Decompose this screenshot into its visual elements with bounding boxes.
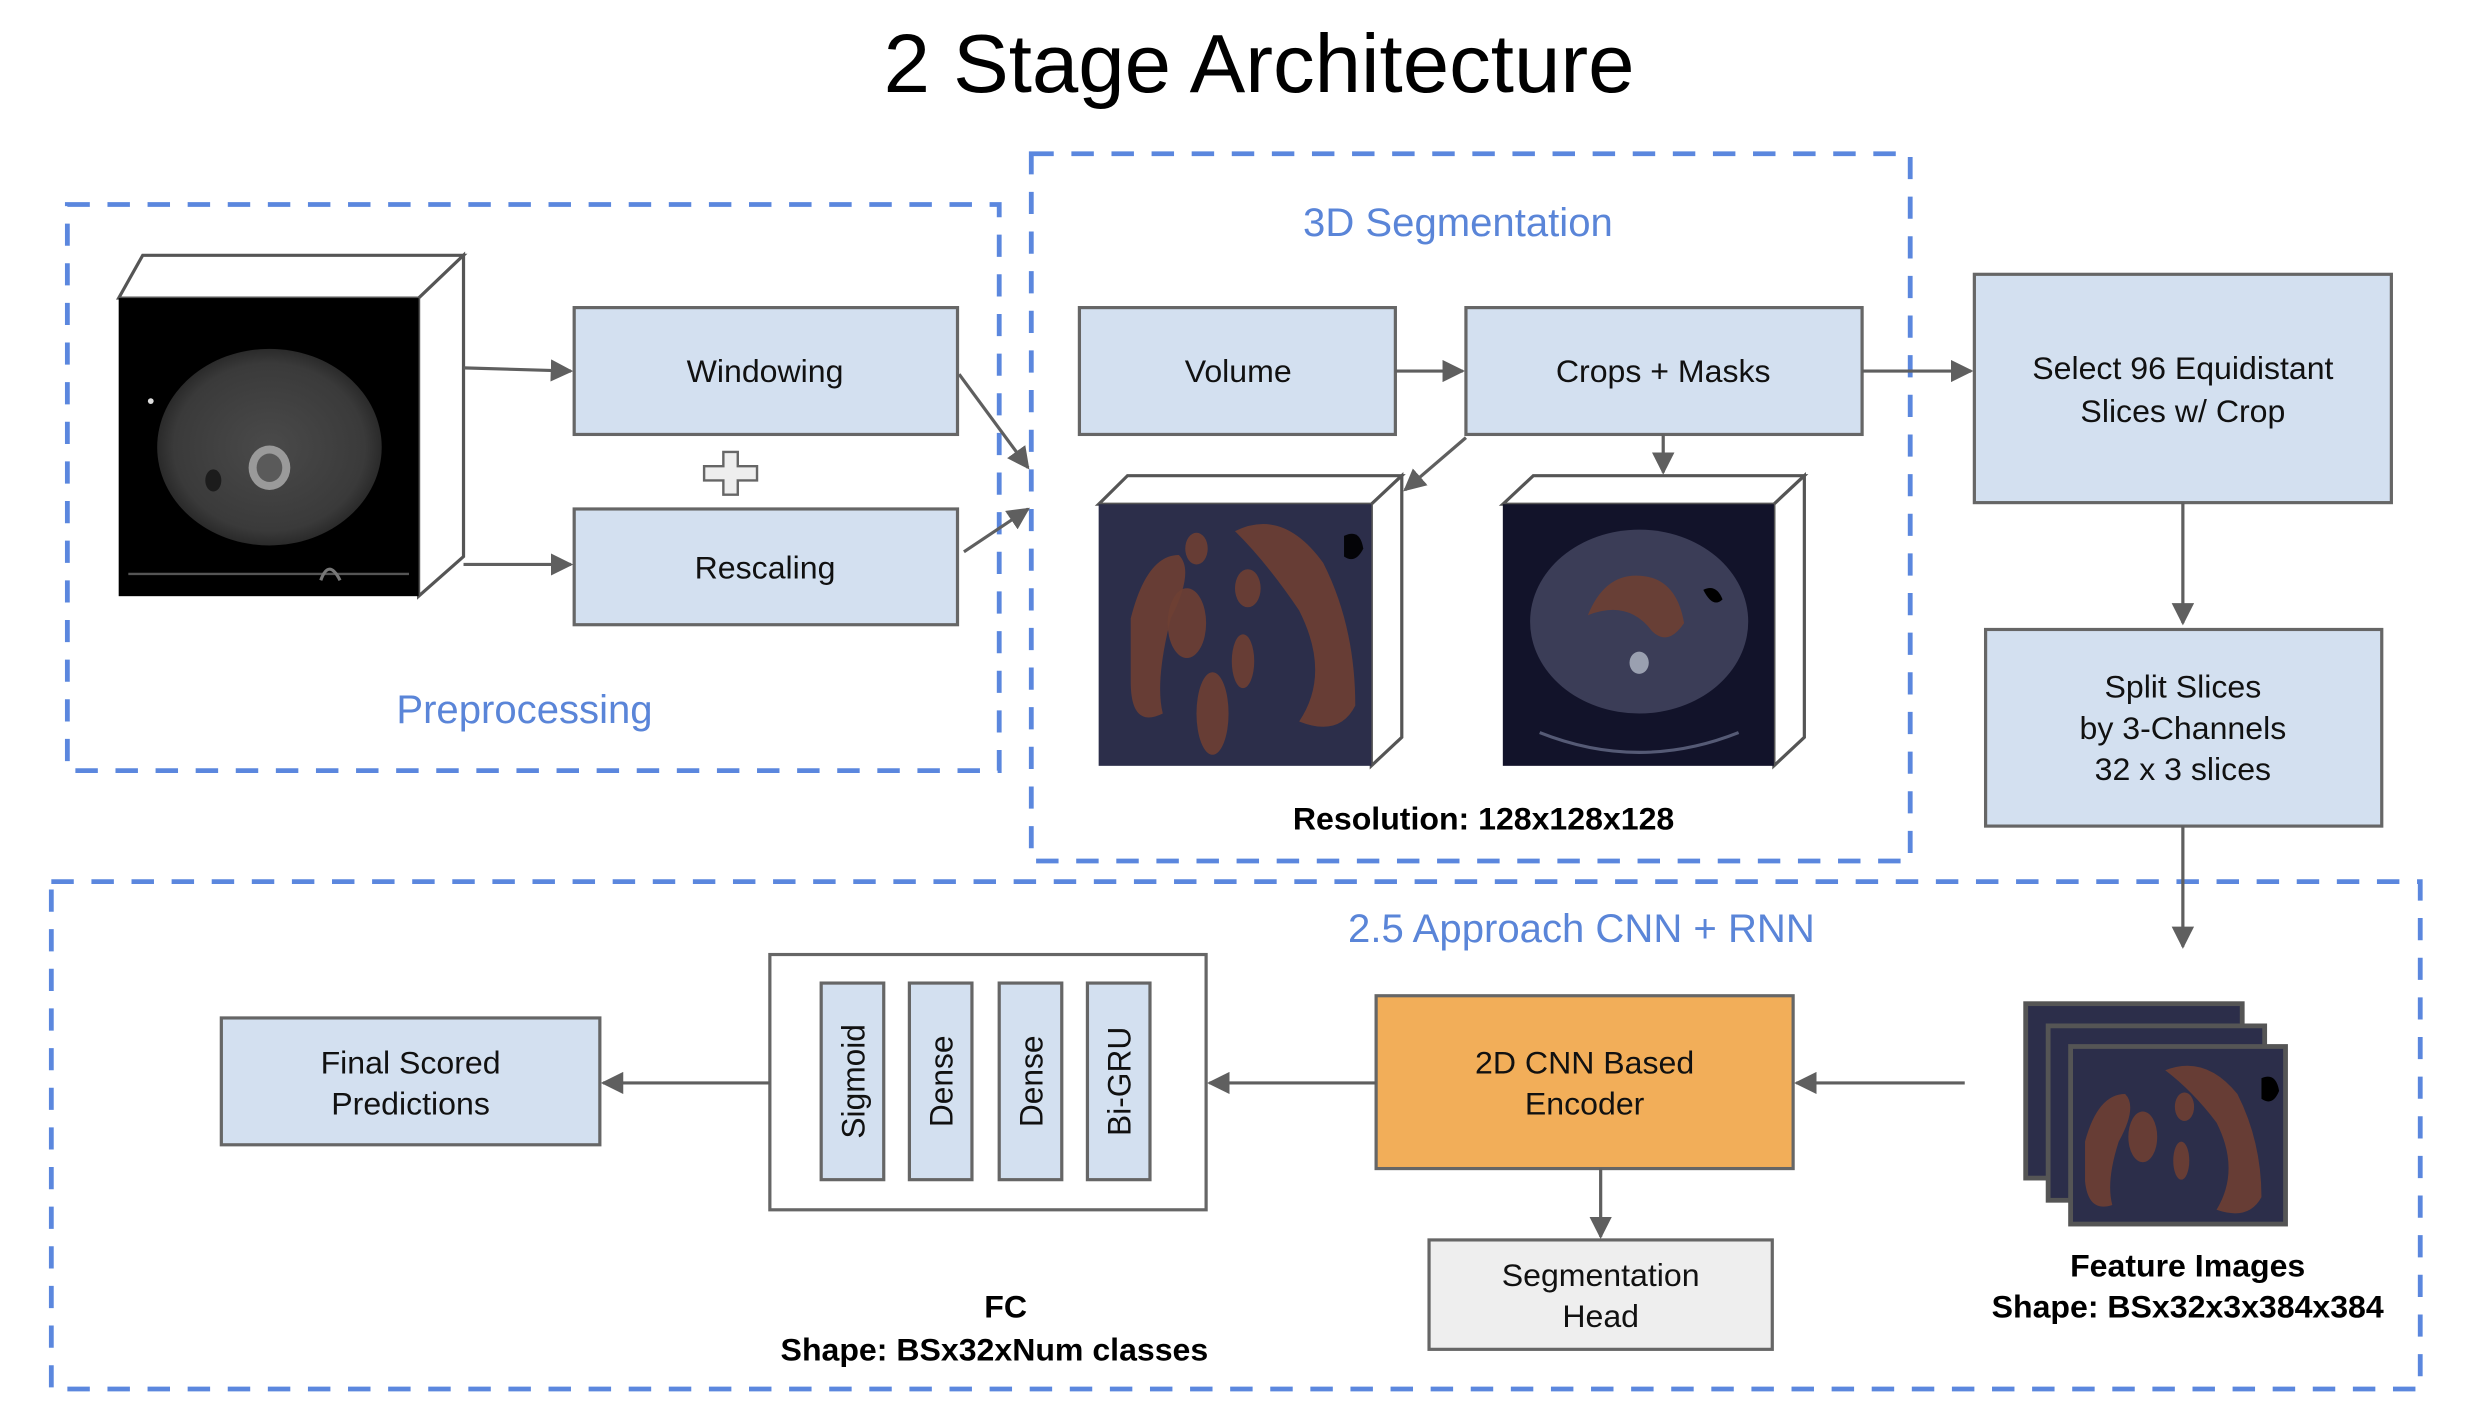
feature-images-caption: Feature Images (2070, 1248, 2305, 1284)
feature-image-stack-icon (2023, 1001, 2288, 1227)
segmentation-3d-region: 3D Segmentation Resolution: 128x128x128 (1028, 151, 1913, 864)
fc-caption: FC (984, 1289, 1027, 1325)
crops-masks-label: Crops + Masks (1556, 353, 1771, 389)
fc-layer-sigmoid-label: Sigmoid (835, 1024, 871, 1139)
segmentation-head-label-line2: Head (1562, 1298, 1639, 1334)
volume-label: Volume (1185, 353, 1292, 389)
fc-layer-dense-2[interactable]: Dense (997, 981, 1064, 1182)
segmentation-3d-label: 3D Segmentation (1303, 201, 1613, 245)
encoder-label-line2: Encoder (1525, 1086, 1645, 1122)
fc-shape-caption: Shape: BSx32xNum classes (781, 1332, 1209, 1368)
preprocessing-label: Preprocessing (396, 688, 652, 732)
preprocessing-dashed-border (64, 202, 1002, 773)
fc-layer-bigru[interactable]: Bi-GRU (1085, 981, 1152, 1182)
final-predictions-label-line1: Final Scored (321, 1045, 501, 1081)
segmentation-head-label-line1: Segmentation (1502, 1257, 1700, 1293)
diagram-title: 2 Stage Architecture (884, 17, 1635, 109)
split-slices-label-line2: by 3-Channels (2080, 710, 2287, 746)
rescaling-label: Rescaling (695, 550, 836, 586)
cnn-encoder-node[interactable]: 2D CNN Based Encoder (1374, 994, 1795, 1171)
crops-masks-node[interactable]: Crops + Masks (1464, 306, 1864, 437)
fc-layer-dense-1-label: Dense (924, 1036, 960, 1128)
ct-scan-cube-icon (115, 251, 468, 600)
windowing-label: Windowing (687, 353, 844, 389)
cnn-rnn-label: 2.5 Approach CNN + RNN (1348, 907, 1815, 951)
cnn-rnn-dashed-border (48, 879, 2423, 1392)
preprocessing-region: Preprocessing (64, 202, 1002, 773)
edge-crops-to-mask-cube (1403, 436, 1467, 492)
select-slices-node[interactable]: Select 96 Equidistant Slices w/ Crop (1972, 272, 2393, 505)
edges (463, 359, 2195, 1239)
rescaling-node[interactable]: Rescaling (572, 507, 960, 627)
edge-windowing-to-segmentation (957, 373, 1030, 470)
segmentation-mask-full-cube-icon (1498, 471, 1809, 770)
edge-rescaling-to-segmentation (963, 507, 1030, 554)
select-slices-label-line1: Select 96 Equidistant (2032, 350, 2333, 386)
fc-layer-sigmoid[interactable]: Sigmoid (819, 981, 886, 1182)
feature-images-shape: Shape: BSx32x3x384x384 (1992, 1289, 2384, 1325)
final-predictions-node[interactable]: Final Scored Predictions (219, 1016, 602, 1147)
segmentation-head-node[interactable]: Segmentation Head (1427, 1238, 1774, 1351)
segmentation-mask-cube-icon (1094, 471, 1406, 770)
split-slices-label-line3: 32 x 3 slices (2095, 751, 2271, 787)
fc-layer-bigru-label: Bi-GRU (1102, 1027, 1138, 1136)
cnn-rnn-region: 2.5 Approach CNN + RNN (48, 879, 2423, 1392)
windowing-node[interactable]: Windowing (572, 306, 960, 437)
fc-layer-dense-2-label: Dense (1013, 1036, 1049, 1128)
encoder-label-line1: 2D CNN Based (1475, 1045, 1694, 1081)
final-predictions-label-line2: Predictions (331, 1086, 490, 1122)
plus-icon (702, 450, 759, 496)
volume-node[interactable]: Volume (1077, 306, 1397, 437)
fc-layer-dense-1[interactable]: Dense (907, 981, 974, 1182)
split-slices-node[interactable]: Split Slices by 3-Channels 32 x 3 slices (1983, 627, 2384, 828)
resolution-caption: Resolution: 128x128x128 (1293, 800, 1674, 836)
split-slices-label-line1: Split Slices (2104, 669, 2261, 705)
fc-block[interactable]: Sigmoid Dense Dense Bi-GRU (768, 952, 1208, 1212)
select-slices-label-line2: Slices w/ Crop (2080, 393, 2285, 429)
edge-ct-to-windowing (463, 359, 574, 382)
